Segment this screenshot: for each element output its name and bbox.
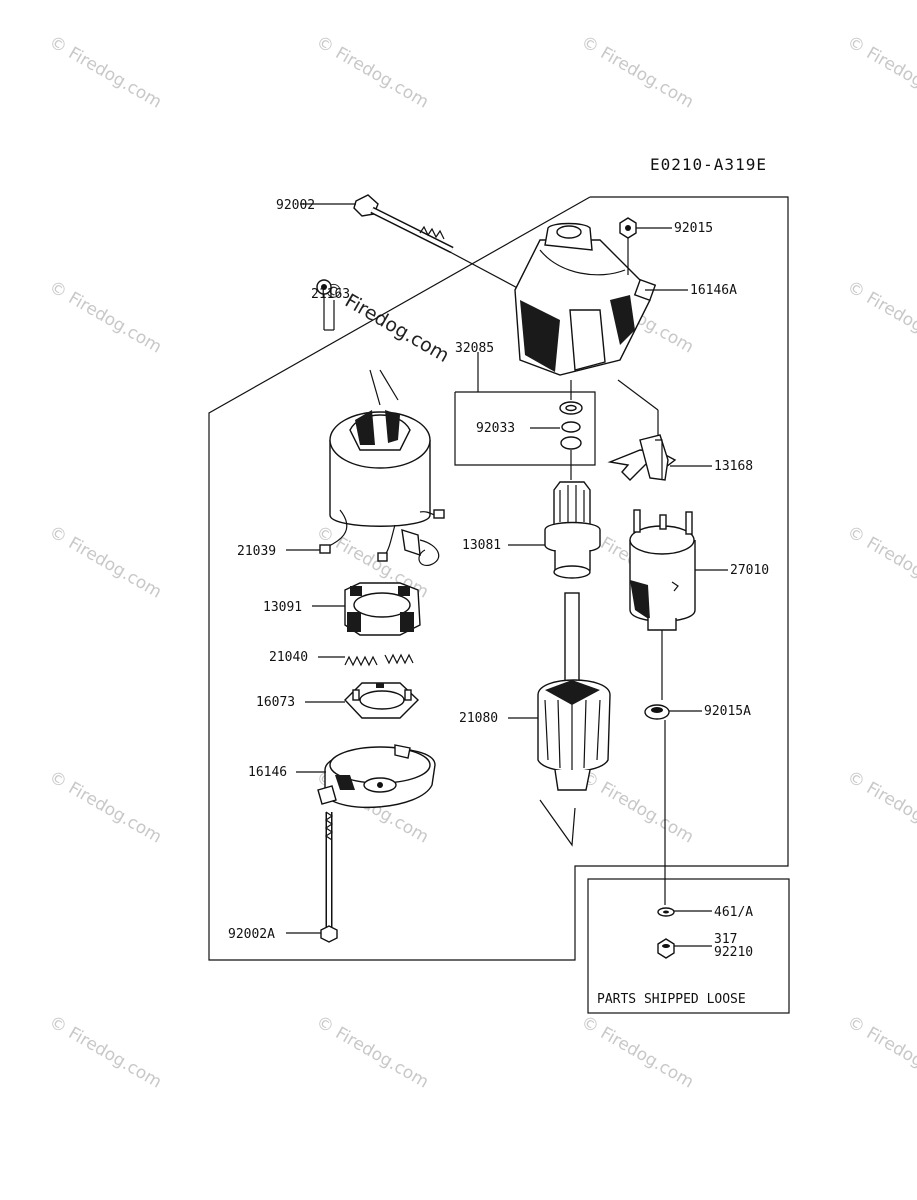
label-92002: 92002 (276, 198, 315, 213)
watermark: © Firedog.com (313, 32, 432, 113)
label-16146A: 16146A (690, 283, 737, 298)
label-21039: 21039 (237, 544, 276, 559)
watermark: © Firedog.com (313, 1012, 432, 1093)
label-13081: 13081 (462, 538, 501, 553)
part-27010-solenoid (629, 509, 696, 700)
watermark: © Firedog.com (46, 277, 165, 358)
label-21080: 21080 (459, 711, 498, 726)
part-21039-yoke-assembly (319, 369, 445, 567)
watermark: © Firedog.com (46, 32, 165, 113)
watermark-grid: © Firedog.com © Firedog.com © Firedog.co… (46, 32, 917, 1093)
part-13091-brush-holder (344, 582, 421, 636)
part-13081-pinion-clutch (544, 481, 601, 579)
part-92002A-bolt (320, 811, 338, 943)
part-92210-nut (657, 938, 675, 959)
watermark: © Firedog.com (578, 1012, 697, 1093)
watermark: © Firedog.com (844, 1012, 917, 1093)
part-92033-rings (559, 380, 583, 480)
part-13168-shift-lever (607, 379, 677, 481)
label-92002A: 92002A (228, 927, 275, 942)
watermark: © Firedog.com (46, 1012, 165, 1093)
part-21163-screw (316, 279, 335, 331)
watermark: © Firedog.com (844, 522, 917, 603)
part-16146A-front-housing (514, 222, 657, 376)
part-461A-washer (657, 907, 675, 917)
label-13091: 13091 (263, 600, 302, 615)
diagram-code: E0210-A319E (650, 155, 767, 174)
watermark: © Firedog.com (844, 32, 917, 113)
part-21080-armature (537, 592, 611, 847)
part-16073-plate (344, 682, 420, 719)
part-32085-kit-bracket (454, 352, 596, 466)
assembly-outline (208, 196, 789, 961)
watermark: © Firedog.com (578, 767, 697, 848)
label-32085: 32085 (455, 341, 494, 356)
watermark: © Firedog.com (46, 767, 165, 848)
label-92015A: 92015A (704, 704, 751, 719)
label-92033: 92033 (476, 421, 515, 436)
parts-shipped-loose-box: PARTS SHIPPED LOOSE (587, 878, 790, 1014)
watermark: © Firedog.com (844, 767, 917, 848)
label-21040: 21040 (269, 650, 308, 665)
watermark: © Firedog.com (578, 32, 697, 113)
label-92015: 92015 (674, 221, 713, 236)
part-92015-nut (619, 217, 637, 275)
part-21040-springs (344, 653, 414, 667)
label-16146: 16146 (248, 765, 287, 780)
label-92210: 92210 (714, 945, 753, 960)
label-21163: 21163 (311, 287, 350, 302)
label-461A: 461/A (714, 905, 753, 920)
label-317: 317 (714, 932, 737, 947)
watermark: © Firedog.com (844, 277, 917, 358)
label-27010: 27010 (730, 563, 769, 578)
parts-shipped-loose-title: PARTS SHIPPED LOOSE (597, 992, 746, 1007)
label-13168: 13168 (714, 459, 753, 474)
part-16146-rear-cover (317, 744, 436, 809)
label-16073: 16073 (256, 695, 295, 710)
watermark: © Firedog.com (46, 522, 165, 603)
part-92015A-nut (644, 704, 670, 905)
part-92002-through-bolt (353, 194, 541, 301)
